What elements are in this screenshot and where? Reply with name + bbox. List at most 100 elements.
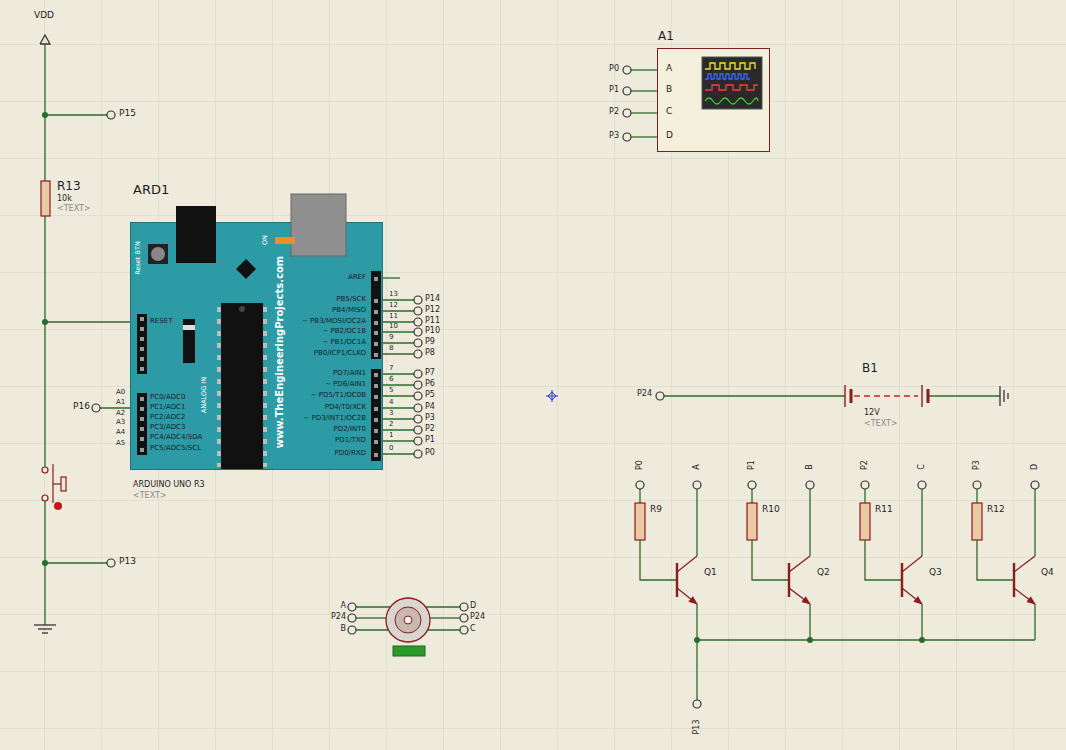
part-reference: Q3 [929,568,942,578]
terminal-name: P4 [425,403,435,412]
terminal-name: D [1031,464,1040,470]
terminal-name: P13 [119,557,136,567]
terminal-name: P1 [425,436,435,445]
terminal-name: P3 [973,460,982,470]
pin-number: 13 [389,291,398,299]
part-value: 12V [864,409,880,418]
part-text: <TEXT> [864,420,898,429]
terminal-name: P3 [609,132,619,141]
part-reference: ARD1 [133,183,169,197]
part-value: ARDUINO UNO R3 [133,481,205,490]
pin-name: PD4/T0/XCK [325,404,366,412]
part-reference: Q2 [817,568,830,578]
pin-number: 9 [389,334,393,342]
terminal-name: P2 [609,108,619,117]
pin-name: ~ PD6/AIN1 [325,381,366,389]
pin-name: PC1/ADC1 [150,404,185,412]
terminal-name: C [918,464,927,470]
pin-name: ~ PD3/INT1/OC2B [303,415,366,423]
pin-number: A1 [116,399,125,407]
terminal-name: P2 [425,425,435,434]
pin-name: ~ PB1/OC1A [322,339,366,347]
pin-number: A5 [116,440,125,448]
pin-name: PB5/SCK [336,296,366,304]
pin-number: A2 [116,410,125,418]
terminal-name: P6 [425,380,435,389]
board-marking: ANALOG IN [201,377,208,413]
terminal-name: P1 [609,86,619,95]
oscilloscope: A1ABCD [657,48,770,152]
terminal-name: P0 [609,65,619,74]
terminal-name: P13 [693,719,702,734]
terminal-name: P24 [637,390,652,399]
terminal-name: D [470,602,476,611]
terminal-name: P14 [425,295,440,304]
terminal-name: A [693,464,702,469]
terminal-name: P0 [636,460,645,470]
pin-number: 6 [389,376,393,384]
pin-number: 5 [389,387,393,395]
channel-name: B [666,85,672,95]
terminal-name: P24 [331,613,346,622]
terminal-name: P7 [425,369,435,378]
part-reference: Q4 [1041,568,1054,578]
pin-number: 8 [389,345,393,353]
pin-name: PD0/RXD [335,450,366,458]
part-reference: R9 [650,505,662,515]
terminal-name: P5 [425,391,435,400]
terminal-name: P11 [425,317,440,326]
part-reference: A1 [658,30,674,43]
pin-name: PD2/INT0 [334,426,366,434]
terminal-name: P15 [119,109,136,119]
pin-number: 0 [389,445,393,453]
pin-name: ~ PD5/T1/OC0B [311,392,366,400]
pin-number: 4 [389,399,393,407]
terminal-name: A [341,602,346,611]
terminal-name: P16 [73,402,90,412]
pin-name: PC0/ADC0 [150,394,185,402]
pin-number: A4 [116,429,125,437]
terminal-name: P8 [425,349,435,358]
part-reference: R10 [762,505,780,515]
pin-number: 11 [389,313,398,321]
terminal-name: C [470,625,476,634]
part-reference: R13 [57,180,81,193]
terminal-name: P2 [861,460,870,470]
terminal-name: P9 [425,338,435,347]
pin-name: PC5/ADC5/SCL [150,445,201,453]
pin-number: A3 [116,419,125,427]
pin-name: PB4/MISO [332,307,366,315]
pin-name: PC2/ADC2 [150,414,185,422]
pin-name: PC3/ADC3 [150,424,185,432]
terminal-name: P24 [470,613,485,622]
terminal-name: B [806,464,815,470]
pin-name: PB0/ICP1/CLKO [314,350,366,358]
terminal-name: P0 [425,449,435,458]
channel-name: A [666,64,672,74]
part-reference: Q1 [704,568,717,578]
part-reference: R12 [987,505,1005,515]
board-marking: ON [262,235,269,245]
pin-name: PD1/TXD [335,437,366,445]
channel-name: D [666,131,673,141]
terminal-name: P10 [425,327,440,336]
pin-number: 3 [389,410,393,418]
terminal-name: P1 [748,460,757,470]
oscilloscope-screen [658,49,771,153]
terminal-name: P3 [425,414,435,423]
pin-name: PD7/AIN1 [333,370,366,378]
pin-number: 12 [389,302,398,310]
pin-name: ~ PB2/OC1B [322,328,366,336]
terminal-name: B [341,625,347,634]
part-text: <TEXT> [57,205,91,214]
supply-name: VDD [34,11,54,21]
part-reference: R11 [875,505,893,515]
pin-number: 2 [389,421,393,429]
part-value: 10k [57,195,72,204]
pin-name: ~ PB3/MOSI/OC2A [302,318,366,326]
board-marking: Reset BTN [135,241,142,275]
pin-number: 1 [389,432,393,440]
pin-number: A0 [116,389,125,397]
part-reference: B1 [862,362,878,375]
channel-name: C [666,107,672,117]
